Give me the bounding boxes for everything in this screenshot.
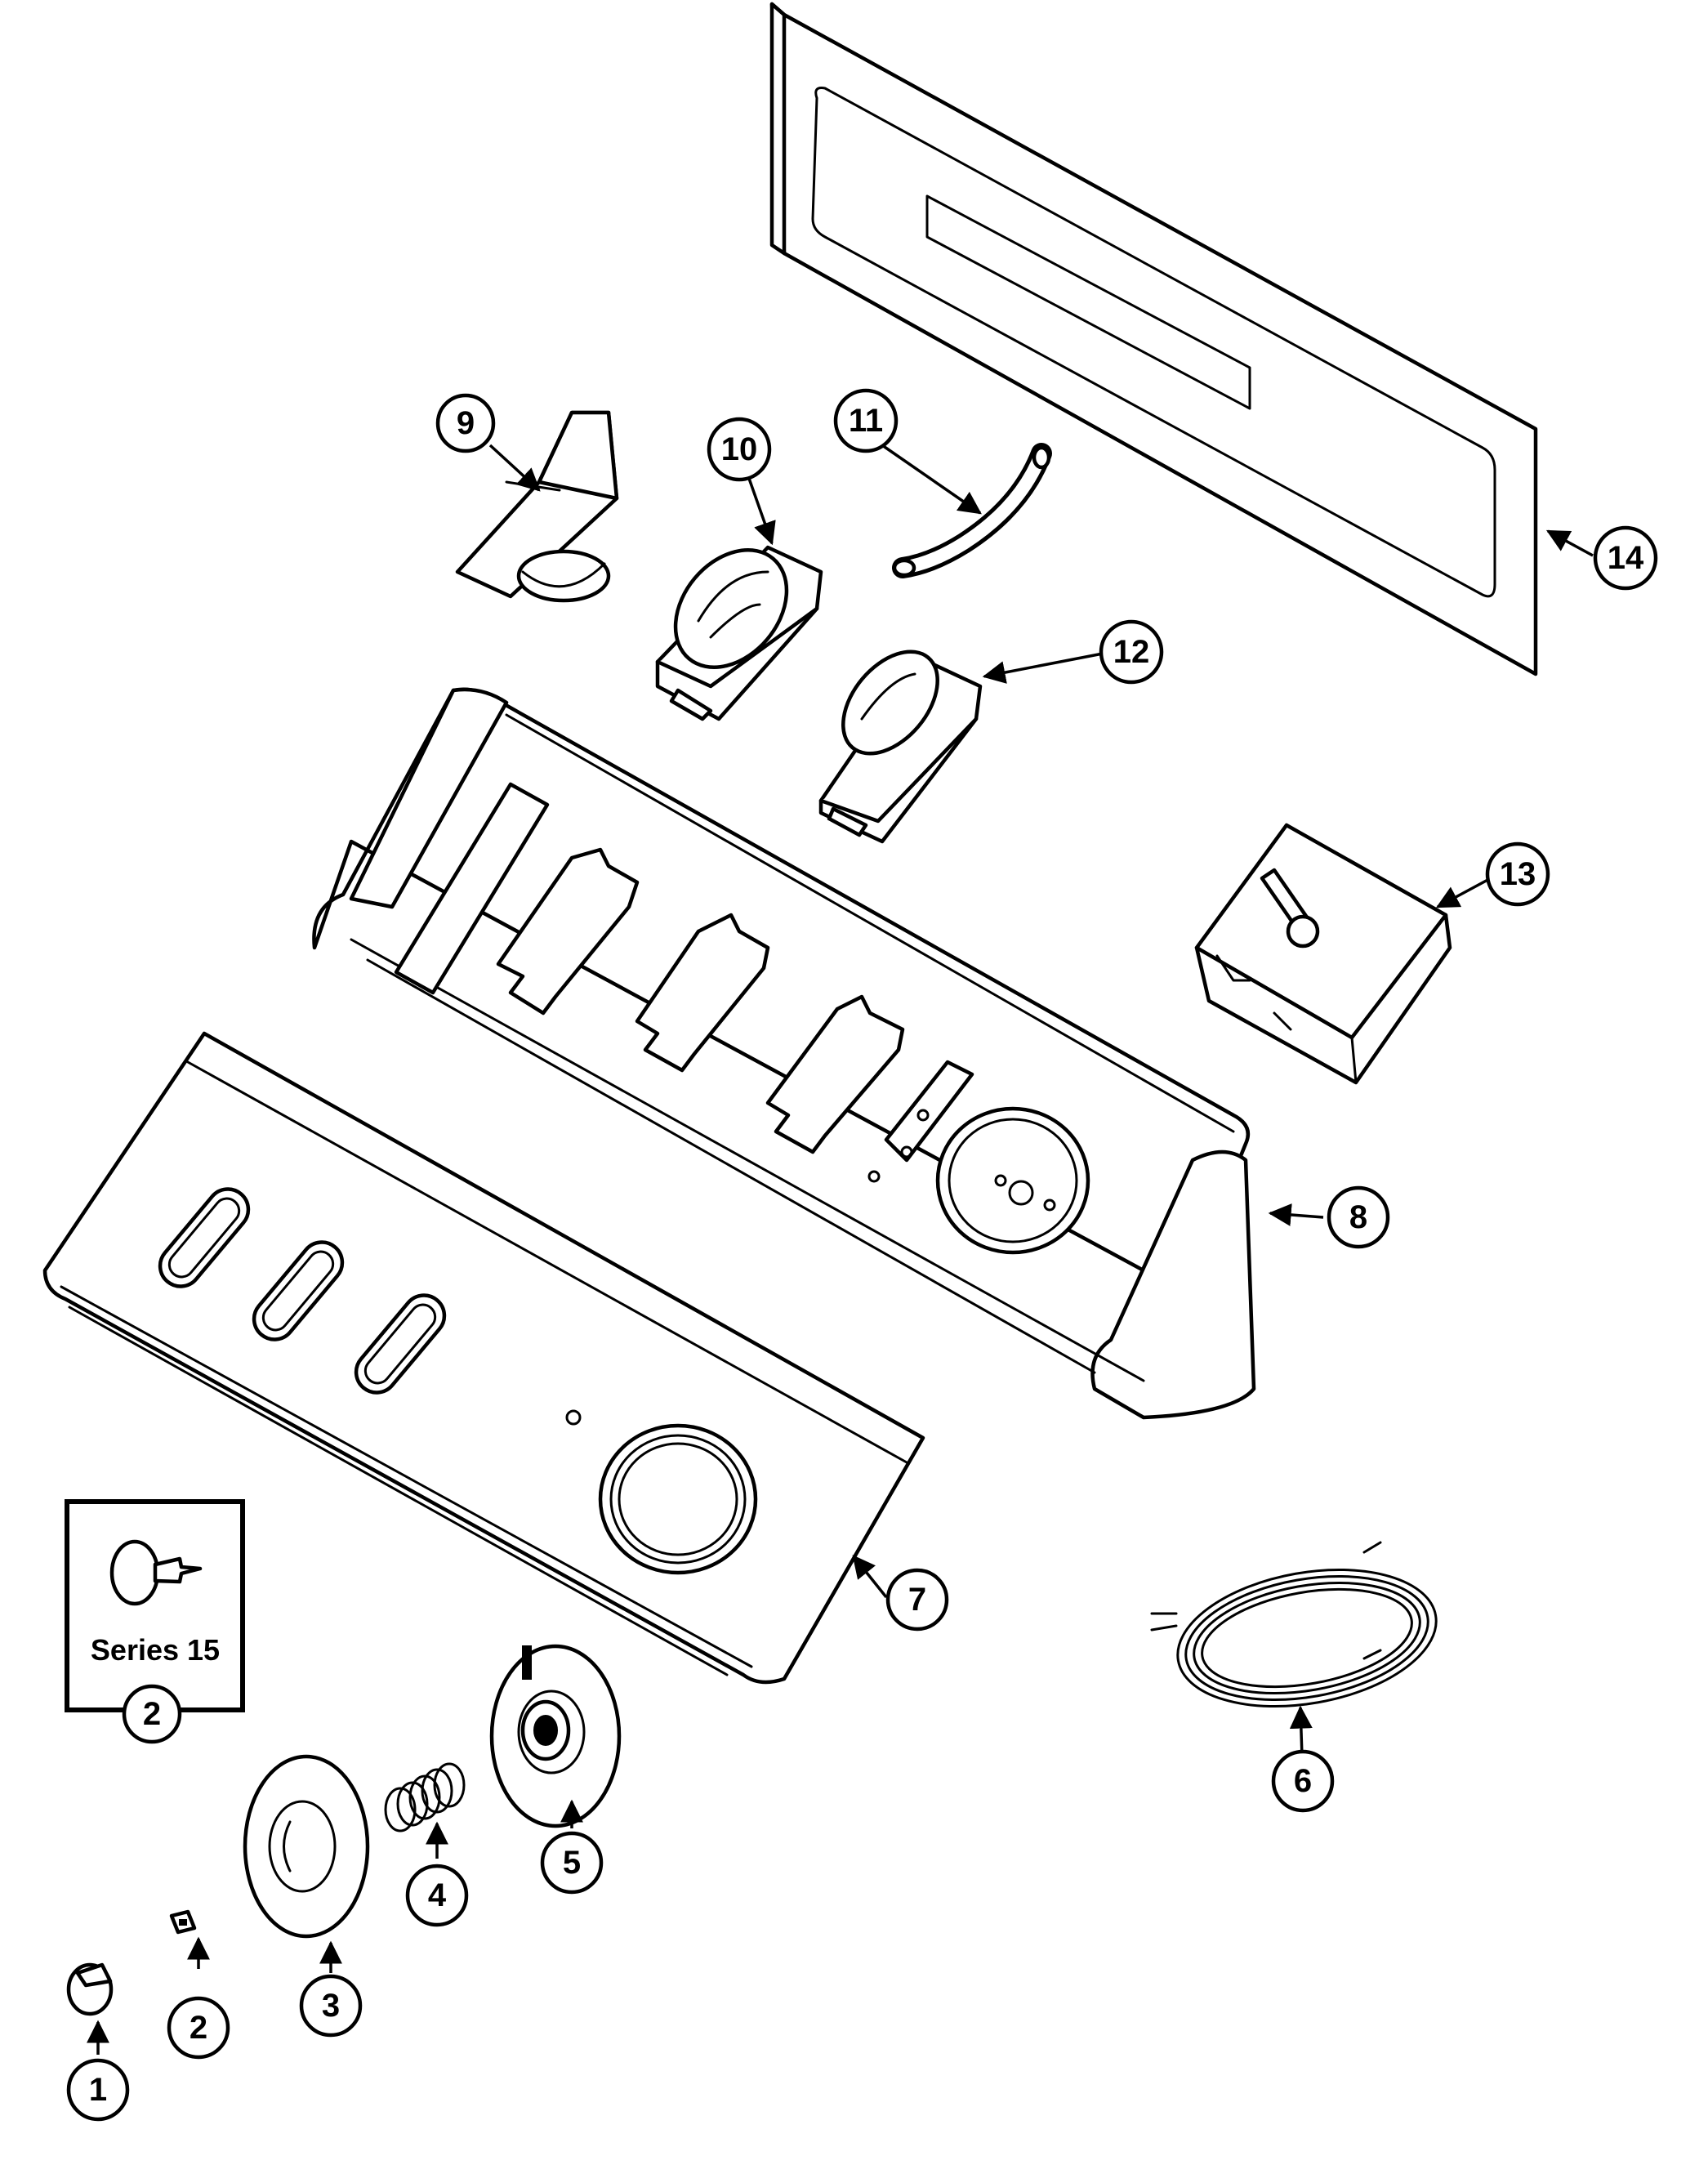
callout-8-number: 8 bbox=[1349, 1199, 1367, 1235]
callout-2-number: 2 bbox=[190, 2010, 207, 2046]
timer bbox=[1194, 823, 1452, 1085]
callout-1: 1 bbox=[66, 2058, 130, 2122]
callout-5: 5 bbox=[540, 1831, 604, 1895]
callout-10-number: 10 bbox=[721, 431, 758, 467]
knob bbox=[243, 1754, 370, 1939]
callout-2-inset: 2 bbox=[122, 1684, 182, 1744]
callout-5-number: 5 bbox=[563, 1845, 581, 1881]
selector-switch bbox=[655, 545, 823, 721]
spring bbox=[384, 1762, 466, 1832]
switch-bracket bbox=[455, 410, 619, 603]
console-back-panel bbox=[769, 2, 1538, 676]
callout-9: 9 bbox=[435, 393, 496, 453]
callout-8: 8 bbox=[1327, 1185, 1390, 1249]
wire-harness bbox=[1150, 1541, 1438, 1708]
callout-14-number: 14 bbox=[1608, 540, 1644, 576]
callout-10: 10 bbox=[707, 417, 772, 482]
callout-11: 11 bbox=[833, 388, 899, 453]
inset-series-label: Series 15 bbox=[91, 1633, 220, 1667]
callout-7: 7 bbox=[885, 1568, 949, 1632]
callout-2: 2 bbox=[167, 1996, 230, 2060]
control-panel-housing bbox=[312, 687, 1256, 1420]
knob-cap bbox=[66, 1962, 114, 2016]
callout-3-number: 3 bbox=[322, 1988, 340, 2024]
clip bbox=[169, 1909, 197, 1935]
callout-4: 4 bbox=[405, 1864, 469, 1927]
callout-11-number: 11 bbox=[849, 403, 883, 439]
callout-1-number: 1 bbox=[89, 2072, 107, 2108]
knob-skirt bbox=[489, 1644, 622, 1828]
callout-12: 12 bbox=[1099, 619, 1164, 685]
series-inset-box: Series 15 bbox=[65, 1499, 245, 1712]
callout-7-number: 7 bbox=[908, 1582, 926, 1618]
callout-2-inset-number: 2 bbox=[143, 1696, 161, 1732]
hose bbox=[892, 443, 1052, 578]
callout-6-number: 6 bbox=[1294, 1763, 1312, 1799]
callout-12-number: 12 bbox=[1113, 634, 1150, 670]
callout-3: 3 bbox=[299, 1974, 363, 2038]
push-switch bbox=[818, 650, 983, 844]
callout-13-number: 13 bbox=[1500, 856, 1536, 892]
front-control-panel bbox=[42, 1031, 925, 1685]
callout-9-number: 9 bbox=[457, 405, 475, 441]
callout-13: 13 bbox=[1485, 841, 1550, 907]
callout-4-number: 4 bbox=[428, 1877, 447, 1913]
callout-6: 6 bbox=[1271, 1749, 1335, 1813]
callout-14: 14 bbox=[1593, 525, 1658, 591]
leader-lines bbox=[87, 444, 1594, 2055]
